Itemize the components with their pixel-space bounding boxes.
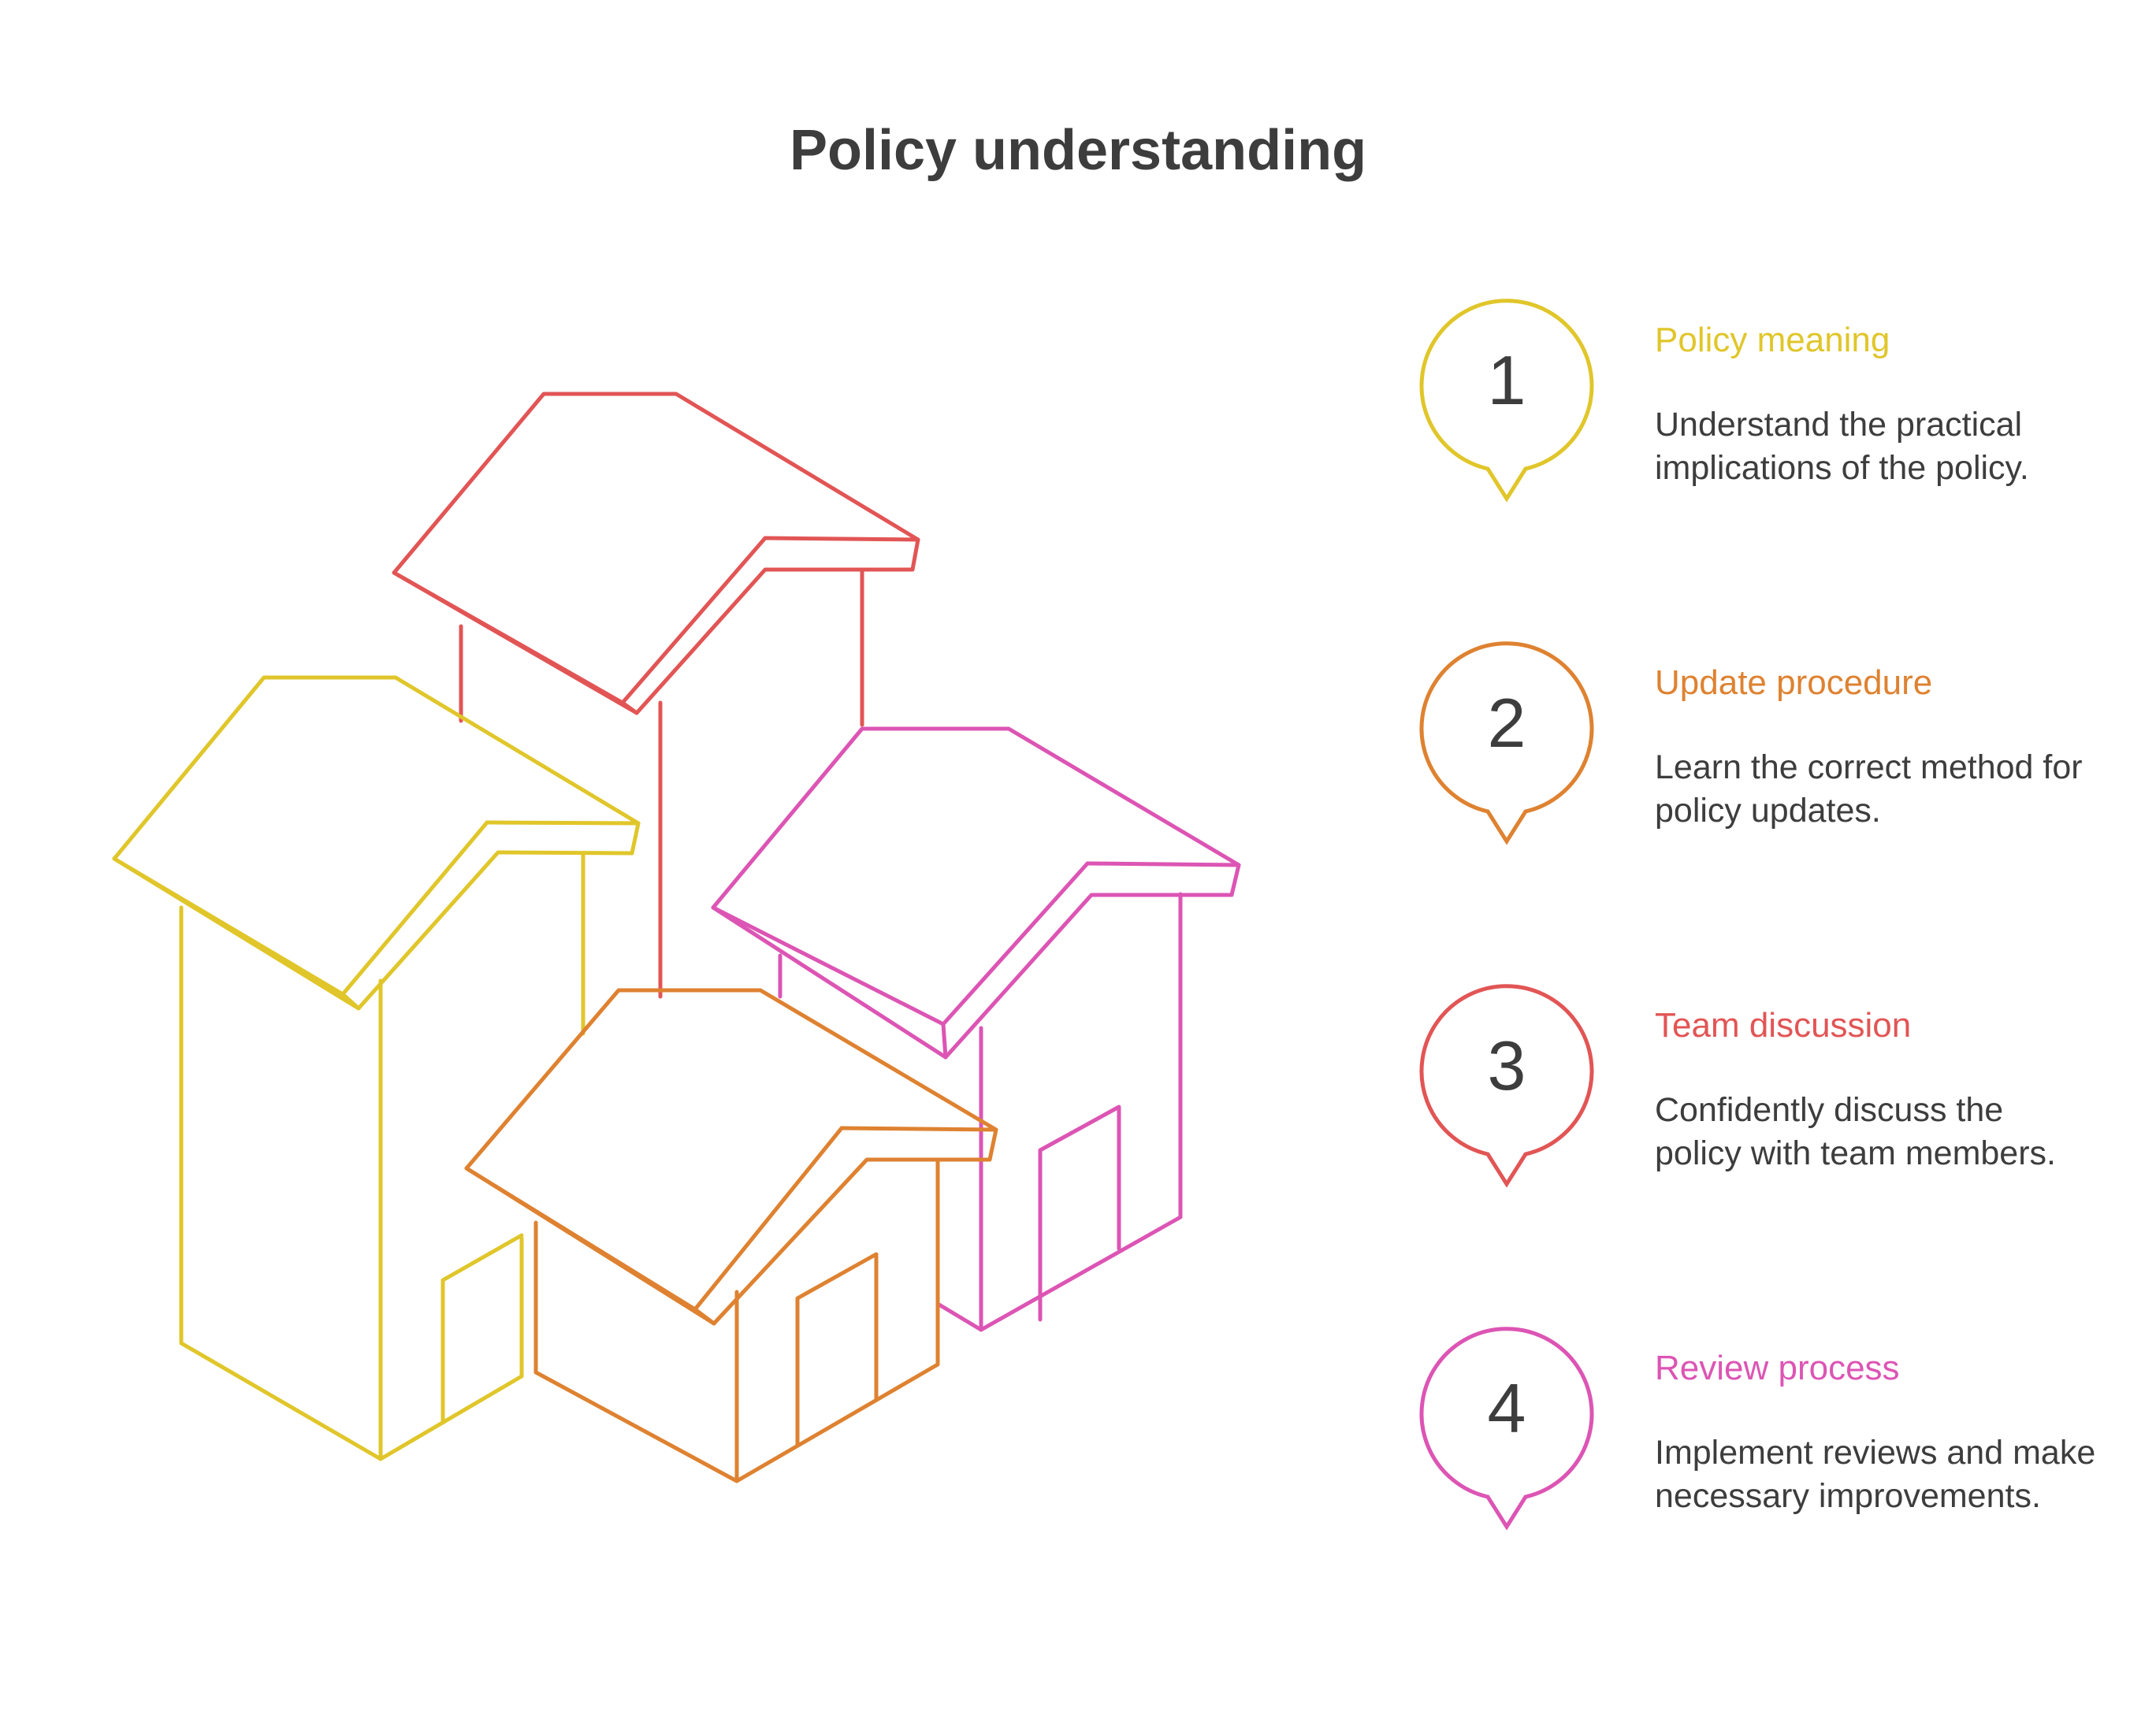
step-2-marker: 2	[1418, 638, 1595, 846]
step-number: 1	[1487, 341, 1526, 419]
step-description: Understand the practical implications of…	[1655, 406, 2029, 487]
step-title: Review process	[1655, 1349, 1900, 1387]
yellow-house	[112, 675, 641, 1461]
red-house	[392, 392, 920, 999]
step-title: Update procedure	[1655, 663, 1933, 702]
location-pin-icon	[1419, 299, 1594, 503]
step-1-marker: 1	[1418, 295, 1595, 503]
step-description: Confidently discuss the policy with team…	[1655, 1091, 2056, 1172]
page-title: Policy understanding	[789, 119, 1367, 182]
step-description: Implement reviews and make necessary imp…	[1655, 1434, 2096, 1515]
step-number: 4	[1487, 1369, 1526, 1447]
location-pin-icon	[1419, 1327, 1594, 1531]
location-pin-icon	[1419, 641, 1594, 845]
step-3-marker: 3	[1418, 981, 1595, 1189]
step-4-marker: 4	[1418, 1323, 1595, 1531]
step-title: Policy meaning	[1655, 321, 1890, 359]
step-number: 2	[1487, 684, 1526, 762]
location-pin-icon	[1419, 984, 1594, 1188]
pink-house	[711, 726, 1241, 1332]
orange-house	[464, 988, 998, 1483]
step-description: Learn the correct method for policy upda…	[1655, 748, 2083, 830]
step-number: 3	[1487, 1026, 1526, 1104]
step-title: Team discussion	[1655, 1006, 1912, 1045]
